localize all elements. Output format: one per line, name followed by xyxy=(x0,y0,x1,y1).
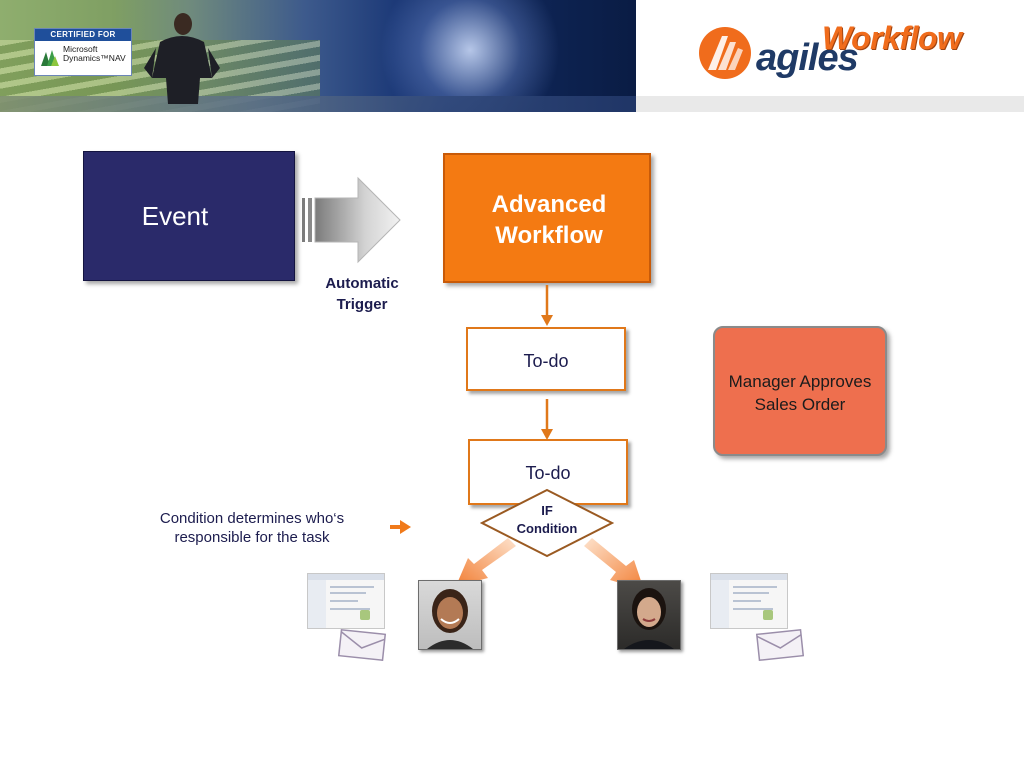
if-condition-diamond xyxy=(480,488,614,558)
automatic-trigger-label: Automatic Trigger xyxy=(325,275,399,313)
businessman-image xyxy=(144,13,220,104)
logo-workflow-text: Workflow xyxy=(822,20,962,56)
event-box: Event xyxy=(83,151,295,281)
todo-box-1: To-do xyxy=(466,327,626,391)
logo-agiles-text: agiles xyxy=(756,37,859,79)
banner-strip xyxy=(0,96,636,112)
form-screenshot-thumbnail xyxy=(710,573,788,629)
agiles-logo-icon xyxy=(699,27,751,79)
todo-label-2: To-do xyxy=(525,463,571,483)
branch-arrow-left-icon xyxy=(456,538,516,586)
form-screenshot-thumbnail xyxy=(307,573,385,629)
envelope-icon xyxy=(337,628,387,662)
event-label: Event xyxy=(141,201,209,231)
certified-label: CERTIFIED FOR xyxy=(35,29,131,41)
dynamics-wordmark: Microsoft Dynamics™NAV xyxy=(63,44,126,63)
employee-photo-left xyxy=(418,580,482,650)
advanced-workflow-label: Advanced Workflow xyxy=(491,191,607,249)
banner-glow xyxy=(380,0,560,112)
header-banner: CERTIFIED FOR Microsoft Dynamics™NAV xyxy=(0,0,636,112)
if-condition-label: IF Condition xyxy=(516,503,578,536)
branch-arrow-right-icon xyxy=(584,538,644,590)
arrow-right-icon xyxy=(390,520,411,534)
todo-label-1: To-do xyxy=(523,351,569,371)
condition-description: Condition determines who‘s responsible f… xyxy=(159,510,345,546)
dynamics-logo-icon xyxy=(41,50,59,66)
employee-photo-right xyxy=(617,580,681,650)
manager-approves-label: Manager Approves Sales Order xyxy=(728,372,872,414)
manager-approves-box: Manager Approves Sales Order xyxy=(713,326,887,456)
advanced-workflow-box: Advanced Workflow xyxy=(443,153,651,283)
header-right-strip xyxy=(636,96,1024,112)
certified-badge: CERTIFIED FOR Microsoft Dynamics™NAV xyxy=(34,28,132,76)
arrow-down-icon xyxy=(541,285,553,326)
envelope-icon xyxy=(755,628,805,662)
trigger-arrow-icon xyxy=(302,176,401,264)
arrow-down-icon xyxy=(541,399,553,440)
